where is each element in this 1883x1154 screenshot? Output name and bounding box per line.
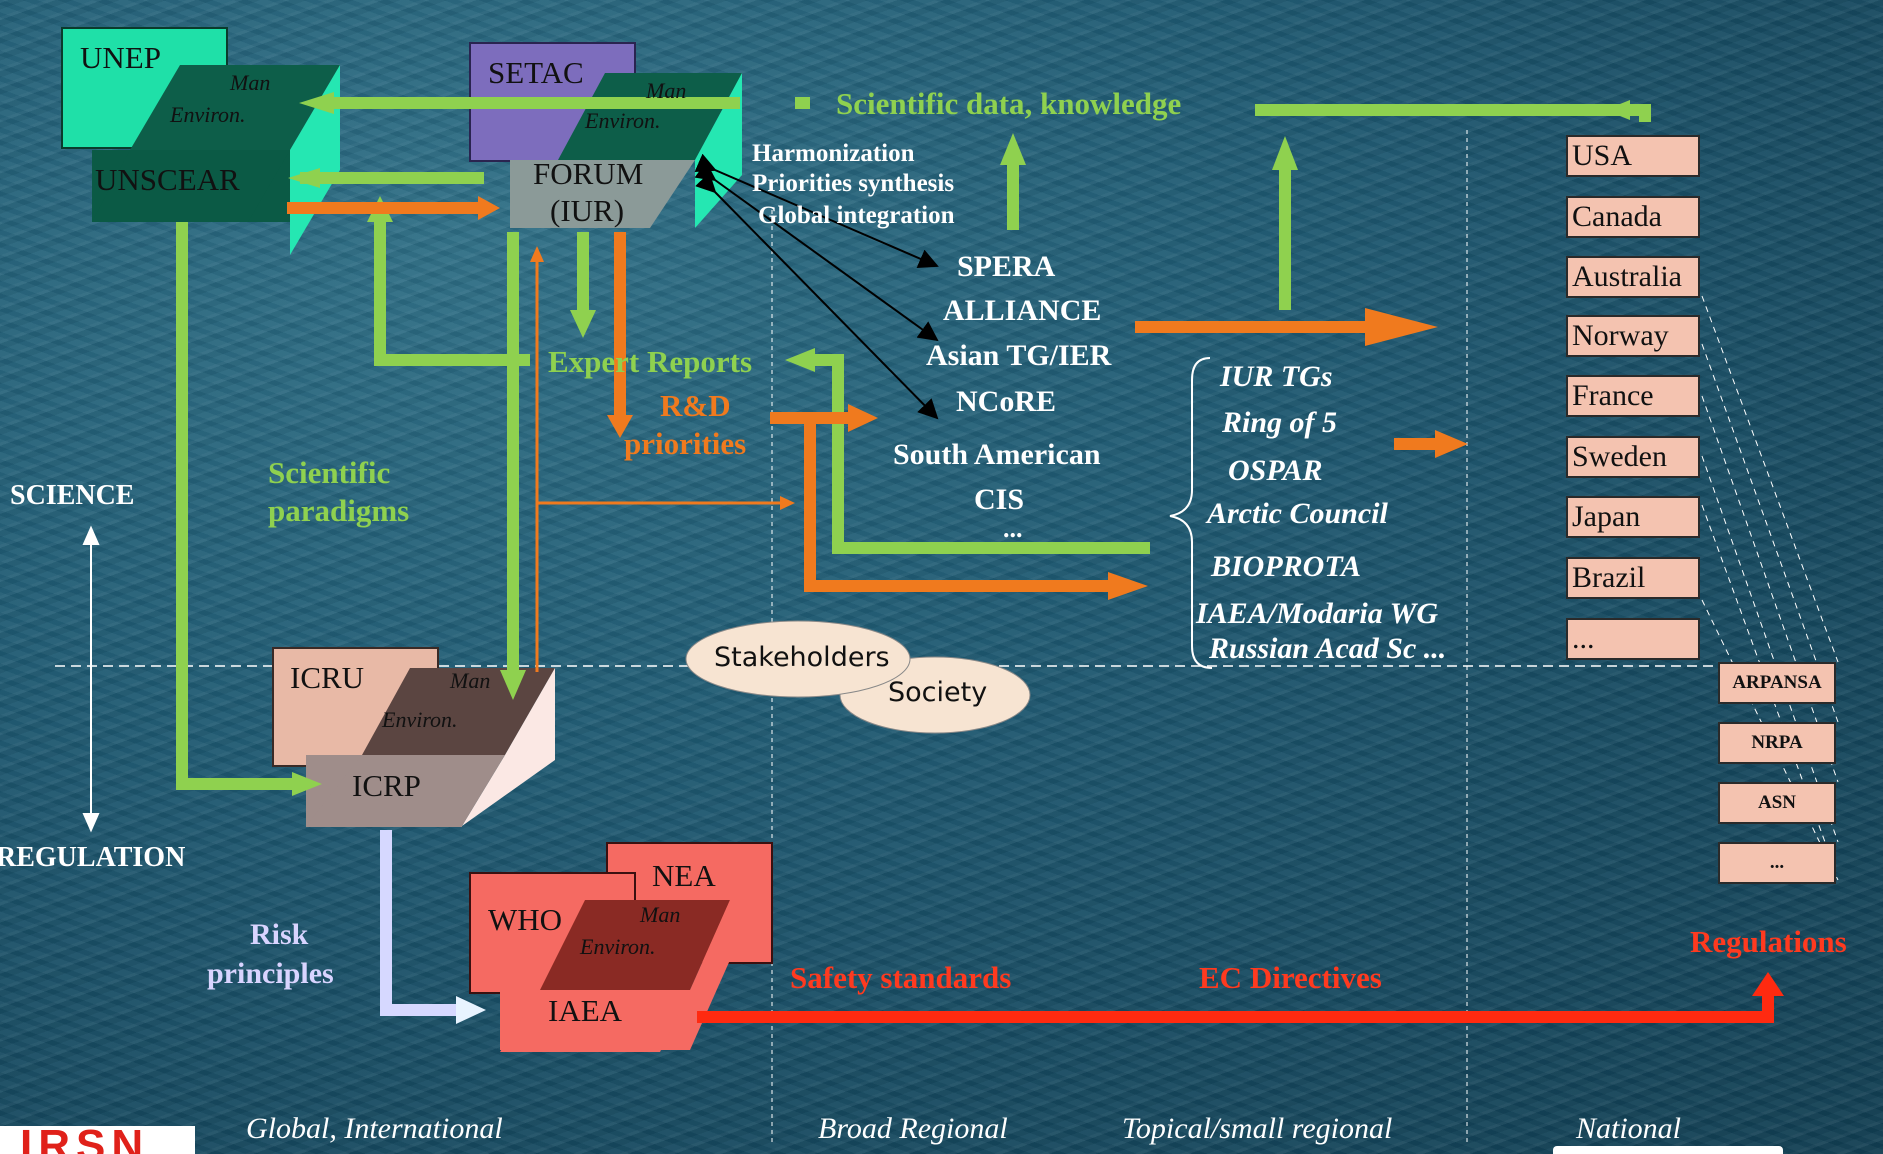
red-arrowhead xyxy=(1752,972,1784,996)
rd-label: R&D xyxy=(660,388,731,423)
harmonization-label: Harmonization xyxy=(752,140,915,167)
topical-russian-acad: Russian Acad Sc ... xyxy=(1209,632,1447,665)
agency-nrpa: NRPA xyxy=(1718,722,1836,764)
nation-sweden: Sweden xyxy=(1566,436,1700,478)
green-arrowheads xyxy=(288,92,1630,796)
who-label: WHO xyxy=(488,902,563,937)
scale-national: National xyxy=(1576,1112,1682,1145)
orange-arrowheads xyxy=(478,196,1468,600)
agency-arpansa: ARPANSA xyxy=(1718,662,1836,704)
topical-brace xyxy=(1169,357,1213,669)
nation-canada: Canada xyxy=(1566,196,1700,238)
unep-unscear-box xyxy=(61,27,340,255)
nation-norway: Norway xyxy=(1566,315,1700,357)
topical-ospar: OSPAR xyxy=(1228,454,1323,487)
risk-arrowhead xyxy=(456,996,486,1024)
regulation-label: REGULATION xyxy=(0,842,186,873)
network-alliance: ALLIANCE xyxy=(943,294,1102,327)
setac-environ-label: Environ. xyxy=(585,108,661,133)
setac-man-label: Man xyxy=(646,78,687,103)
who-environ-label: Environ. xyxy=(580,934,656,959)
regulations-label: Regulations xyxy=(1690,924,1847,959)
ec-directives-label: EC Directives xyxy=(1199,960,1382,995)
network-spera: SPERA xyxy=(957,250,1056,283)
topical-bioprota: BIOPROTA xyxy=(1211,550,1362,583)
network-more: ... xyxy=(1003,514,1023,543)
nation-brazil: Brazil xyxy=(1566,557,1700,599)
topical-iaea-modaria: IAEA/Modaria WG xyxy=(1196,597,1439,630)
nea-label: NEA xyxy=(652,858,716,893)
risk-label-2: principles xyxy=(207,957,334,990)
unscear-label: UNSCEAR xyxy=(95,162,240,197)
icru-man-label: Man xyxy=(450,668,491,693)
red-arrow xyxy=(697,990,1774,1023)
who-man-label: Man xyxy=(640,902,681,927)
iaea-label: IAEA xyxy=(548,993,623,1028)
scale-global: Global, International xyxy=(246,1112,503,1145)
forum-label: FORUM xyxy=(533,156,644,191)
global-integration-label: Global integration xyxy=(758,202,955,229)
irsn-logo: IRSN xyxy=(0,1126,195,1154)
icrp-label: ICRP xyxy=(352,768,421,803)
topical-arctic-council: Arctic Council xyxy=(1207,497,1388,530)
risk-arrow xyxy=(380,830,460,1016)
icru-label: ICRU xyxy=(290,660,365,695)
science-label: SCIENCE xyxy=(10,480,135,511)
green-arrows xyxy=(176,97,1651,790)
who-nea-iaea-box xyxy=(469,842,773,1052)
setac-label: SETAC xyxy=(488,55,584,90)
icru-icrp-box xyxy=(272,647,555,827)
irsn-logo-text: IRSN xyxy=(20,1126,150,1154)
scientific-data-label: Scientific data, knowledge xyxy=(836,86,1182,121)
nation-japan: Japan xyxy=(1566,496,1700,538)
society-label: Society xyxy=(888,677,988,708)
network-ncore: NCoRE xyxy=(956,385,1057,418)
network-asian: Asian TG/IER xyxy=(926,339,1112,372)
agency-asn: ASN xyxy=(1718,782,1836,824)
black-links xyxy=(694,153,939,420)
nation-more: ... xyxy=(1566,618,1700,660)
unep-environ-label: Environ. xyxy=(170,102,246,127)
topical-iur-tgs: IUR TGs xyxy=(1220,360,1333,393)
icru-environ-label: Environ. xyxy=(382,707,458,732)
safety-standards-label: Safety standards xyxy=(790,960,1012,995)
scientific-paradigms-label-2: paradigms xyxy=(268,493,410,528)
science-regulation-arrow xyxy=(82,525,100,833)
priorities-synthesis-label: Priorities synthesis xyxy=(752,170,955,197)
topical-ring-of-5: Ring of 5 xyxy=(1222,406,1338,439)
scale-broad-regional: Broad Regional xyxy=(818,1112,1008,1145)
iur-label: (IUR) xyxy=(550,193,625,228)
unep-man-label: Man xyxy=(230,70,271,95)
scientific-paradigms-label-1: Scientific xyxy=(268,455,391,490)
network-cis: CIS xyxy=(974,483,1025,516)
agency-more: ... xyxy=(1718,842,1836,884)
priorities-label: priorities xyxy=(624,426,747,461)
expert-reports-label: Expert Reports xyxy=(548,344,753,379)
scale-topical: Topical/small regional xyxy=(1122,1112,1393,1145)
stakeholders-ellipse xyxy=(685,620,911,698)
orange-thin xyxy=(535,258,780,672)
partner-logo xyxy=(1553,1146,1783,1154)
nation-france: France xyxy=(1566,375,1700,417)
unep-label: UNEP xyxy=(80,40,161,75)
risk-label-1: Risk xyxy=(250,918,309,951)
nation-australia: Australia xyxy=(1566,256,1700,298)
network-south-american: South American xyxy=(893,438,1101,471)
nation-usa: USA xyxy=(1566,135,1700,177)
stakeholders-label: Stakeholders xyxy=(714,642,890,673)
